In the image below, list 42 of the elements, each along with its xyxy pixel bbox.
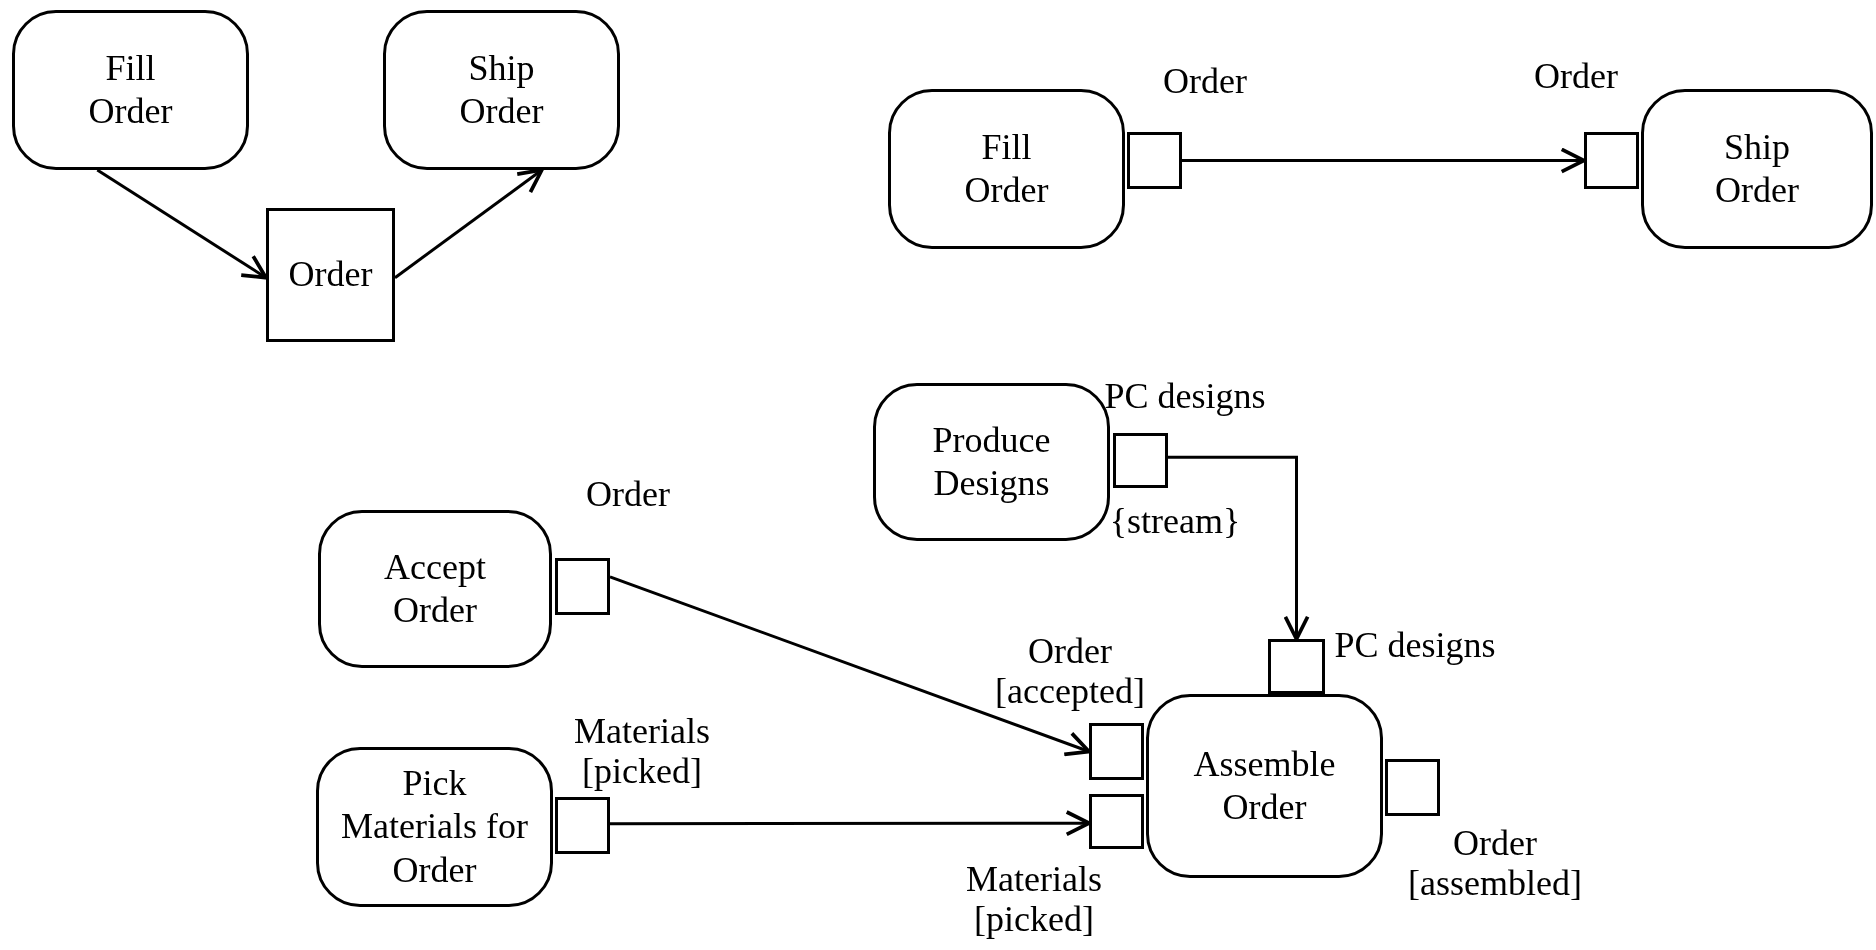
action-label: Assemble Order	[1192, 742, 1337, 829]
action-box	[12, 10, 249, 170]
pin-label: Order [accepted]	[995, 632, 1145, 712]
pin-label: Order [assembled]	[1408, 824, 1582, 904]
pin-box	[1089, 723, 1144, 780]
action-box	[316, 747, 553, 907]
arrow	[96, 168, 268, 280]
action-box	[318, 510, 552, 668]
action-label: Accept Order	[383, 545, 487, 632]
pin-box	[1089, 794, 1144, 849]
action-label: Ship Order	[458, 46, 545, 133]
pin-label: Materials [picked]	[966, 860, 1102, 940]
pin-label: PC designs	[1104, 377, 1266, 417]
object-box	[266, 208, 395, 342]
action-label: Fill Order	[963, 125, 1050, 212]
action-label: Produce Designs	[931, 418, 1052, 505]
pin-box	[555, 797, 610, 854]
pin-label: PC designs	[1334, 626, 1496, 666]
pin-box	[1113, 433, 1168, 488]
pin-box	[1385, 759, 1440, 816]
action-box	[383, 10, 620, 170]
pin-label: Order	[1163, 62, 1247, 102]
pin-box	[1584, 132, 1639, 189]
pin-box	[555, 558, 610, 615]
action-label: Pick Materials for Order	[340, 762, 529, 892]
action-box	[1146, 694, 1383, 878]
arrow	[394, 168, 544, 279]
pin-label: Order	[586, 475, 670, 515]
pin-box	[1268, 639, 1325, 694]
pin-label: Order	[1534, 57, 1618, 97]
arrow	[1168, 455, 1310, 641]
action-label: Ship Order	[1714, 125, 1800, 212]
pin-label: Materials [picked]	[574, 712, 710, 792]
action-box	[888, 89, 1125, 249]
pin-box	[1127, 132, 1182, 189]
action-box	[1641, 89, 1873, 249]
pin-label: {stream}	[1109, 502, 1241, 542]
action-label: Order	[288, 253, 373, 297]
action-label: Fill Order	[87, 46, 174, 133]
arrow	[610, 810, 1091, 837]
arrow	[609, 575, 1091, 757]
arrow	[1182, 147, 1586, 174]
